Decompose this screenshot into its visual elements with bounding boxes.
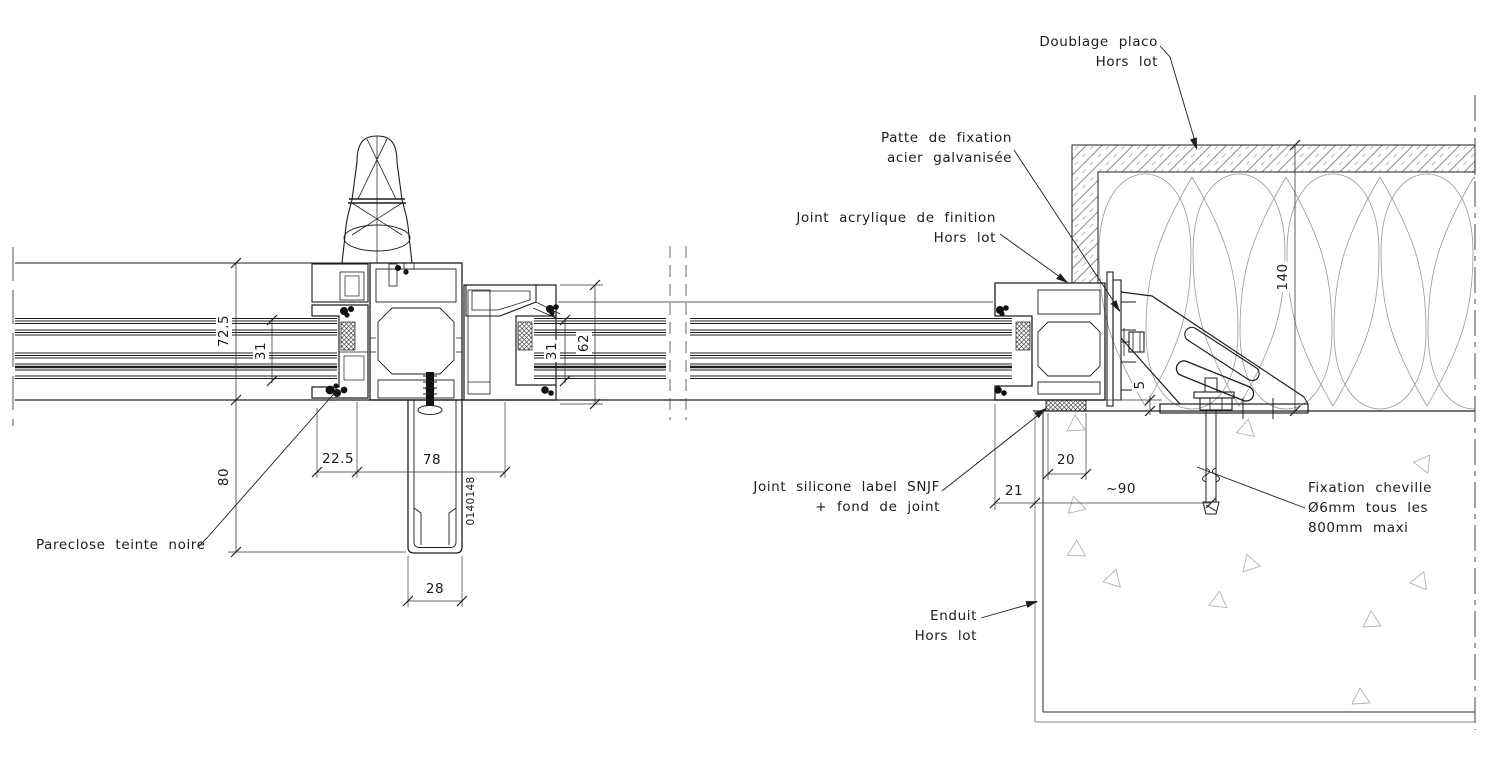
dim-offset: 22.5 — [319, 451, 357, 467]
label-line: + fond de joint — [815, 499, 940, 515]
label-line: Enduit — [930, 608, 977, 624]
fixing-bracket — [1120, 291, 1309, 419]
dim-left-glass: 31 — [253, 339, 269, 363]
anchor-bolt — [1193, 377, 1235, 515]
label-line: Pareclose teinte noire — [36, 537, 206, 553]
dim-reveal: 21 — [1002, 483, 1026, 499]
handle-profile — [341, 135, 413, 264]
dim-left-total: 72.5 — [216, 312, 232, 350]
label-joint-acrylique: Joint acrylique de finition Hors lot — [788, 208, 996, 248]
mullion-profile — [311, 262, 561, 401]
dim-doubling-depth: 140 — [1275, 261, 1291, 293]
right-jamb-profile — [994, 271, 1145, 407]
label-joint-silicone: Joint silicone label SNJF + fond de join… — [748, 477, 940, 517]
label-line: Hors lot — [933, 230, 996, 246]
label-line: Joint acrylique de finition — [796, 210, 996, 226]
break-lines — [12, 246, 687, 426]
glazing-lines — [15, 262, 1105, 401]
leader-arrowheads — [1025, 137, 1197, 608]
gasket-blobs — [325, 265, 1009, 397]
cover-channel-profile — [407, 372, 463, 554]
label-line: Joint silicone label SNJF — [753, 479, 940, 495]
dim-left-lower: 80 — [216, 465, 232, 489]
label-doublage-placo: Doublage placo Hors lot — [1000, 32, 1158, 72]
dim-anchor-offset: ~90 — [1104, 481, 1138, 497]
dim-right-glass: 31 — [544, 339, 560, 363]
label-patte-fixation: Patte de fixation acier galvanisée — [850, 128, 1012, 168]
dim-cover-width: 28 — [423, 581, 447, 597]
dimension-lines — [228, 145, 1296, 607]
label-enduit: Enduit Hors lot — [888, 606, 977, 646]
dim-silicone-width: 20 — [1054, 452, 1078, 468]
label-line: Fixation cheville — [1308, 480, 1432, 496]
label-line: 800mm maxi — [1308, 520, 1409, 536]
dimension-ticks — [230, 139, 1301, 607]
label-line: Hors lot — [914, 628, 977, 644]
label-line: acier galvanisée — [887, 150, 1012, 166]
label-pareclose: Pareclose teinte noire — [36, 535, 206, 555]
leader-lines — [197, 45, 1306, 619]
dim-ref-code: 0140148 — [465, 474, 477, 528]
wall-section — [1033, 95, 1476, 730]
concrete-triangles — [1066, 414, 1431, 705]
label-line: Ø6mm tous les — [1308, 500, 1429, 516]
label-line: Doublage placo — [1039, 34, 1158, 50]
insulation-hatch — [1098, 173, 1475, 410]
label-line: Patte de fixation — [881, 130, 1012, 146]
label-line: Hors lot — [1095, 54, 1158, 70]
dim-right-sash: 62 — [576, 331, 592, 355]
dim-mullion-width: 78 — [420, 452, 444, 468]
label-fixation-cheville: Fixation cheville Ø6mm tous les 800mm ma… — [1308, 478, 1432, 538]
plasterboard-hatch — [1071, 144, 1476, 284]
silicone-joint-hatch — [1045, 399, 1087, 412]
dim-joint-gap: 5 — [1132, 378, 1148, 392]
